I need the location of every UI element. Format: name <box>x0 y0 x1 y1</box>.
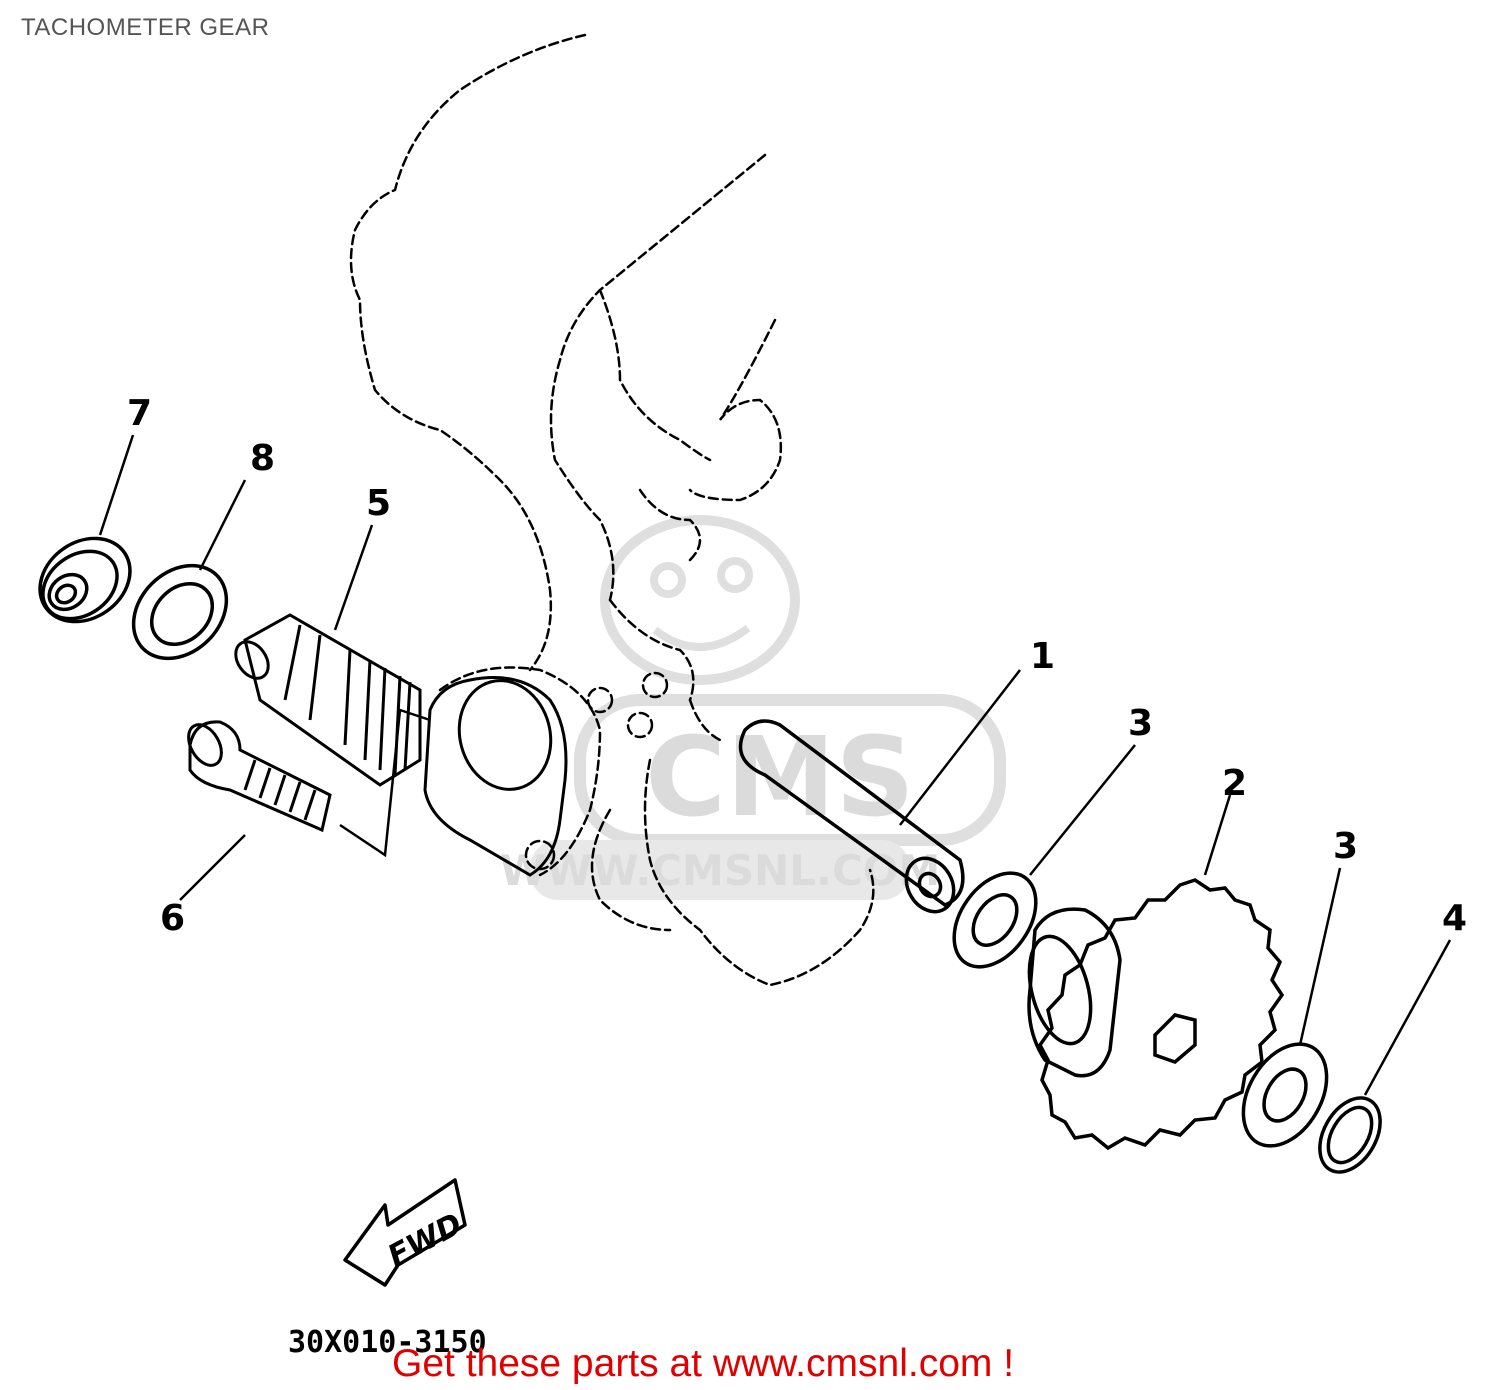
callout-1: 1 <box>1030 636 1055 677</box>
callout-8: 8 <box>250 438 275 479</box>
drawing-code: 30X010-3150 <box>288 1325 487 1360</box>
page-title: TACHOMETER GEAR <box>21 14 270 41</box>
tacho-drive-gear <box>234 613 422 787</box>
watermark-brand: CMS <box>645 713 914 841</box>
washer <box>131 563 229 661</box>
forward-arrow: FWD <box>343 1178 468 1287</box>
leader-lines <box>98 434 1452 1096</box>
watermark-url: WWW.CMSNL.COM <box>500 846 941 895</box>
tacho-housing <box>423 676 568 877</box>
callout-5: 5 <box>366 483 391 524</box>
oil-seal <box>38 536 132 624</box>
cms-watermark: CMS WWW.CMSNL.COM <box>500 515 1006 900</box>
callout-2: 2 <box>1222 763 1247 804</box>
callout-6: 6 <box>160 898 185 939</box>
crankcase-outline <box>349 33 875 987</box>
callout-3b: 3 <box>1333 826 1358 867</box>
bolt <box>187 720 332 833</box>
callout-7: 7 <box>127 393 152 434</box>
footer-parts-link[interactable]: Get these parts at www.cmsnl.com ! <box>392 1342 1015 1385</box>
callout-3a: 3 <box>1128 703 1153 744</box>
bolt-leader-line <box>339 708 431 858</box>
callout-4: 4 <box>1442 898 1467 939</box>
gear-shaft <box>738 719 965 914</box>
idler-gear <box>1027 878 1285 1151</box>
thrust-washer-a <box>952 871 1038 969</box>
circlip <box>1318 1096 1382 1174</box>
thrust-washer-b <box>1241 1042 1329 1148</box>
